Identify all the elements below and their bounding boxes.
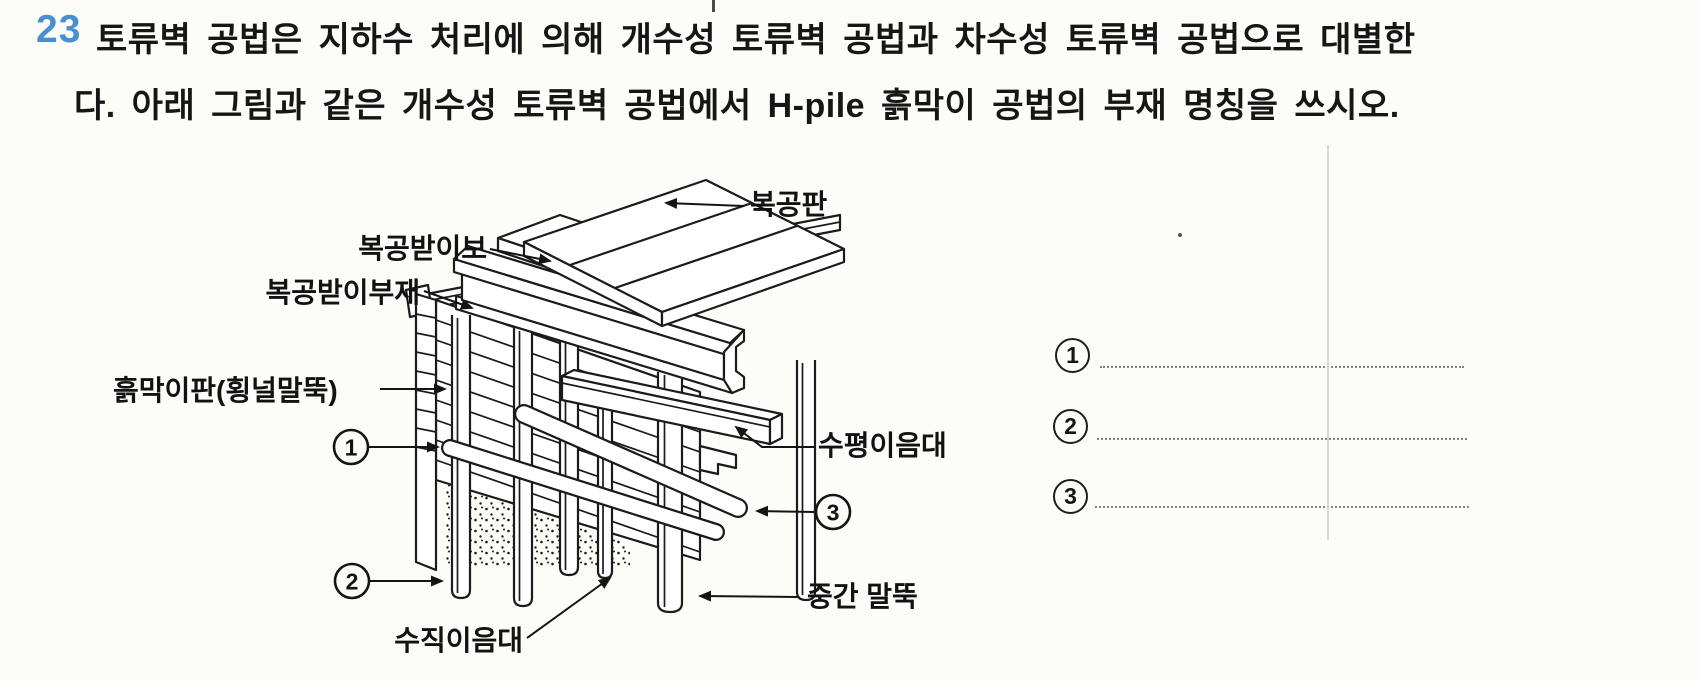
label-lagging-board: 흙막이판(횡널말뚝) [113, 375, 338, 406]
label-deck-support-beam: 복공받이보 [358, 233, 487, 264]
callout-3: 3 [814, 493, 852, 531]
svg-text:1: 1 [345, 435, 358, 461]
answer-blank-2 [1097, 438, 1467, 440]
label-deck-support-member: 복공받이부재 [265, 277, 420, 308]
svg-text:2: 2 [346, 569, 359, 595]
answer-marker-2: 2 [1053, 409, 1088, 444]
hpile-diagram: 복공판 복공받이보 복공받이부재 흙막이판(횡널말뚝) 수평이음대 중간 말뚝 … [113, 178, 947, 656]
question-number: 23 [36, 8, 82, 51]
leader-deck-plate [664, 197, 745, 209]
leader-arrows [369, 197, 816, 639]
callout-2: 2 [333, 562, 371, 600]
leader-callout-3 [755, 505, 816, 517]
callout-1: 1 [332, 428, 370, 466]
label-vertical-tie: 수직이음대 [394, 625, 523, 656]
scan-artifact [712, 0, 715, 12]
label-middle-pile: 중간 말뚝 [807, 581, 918, 612]
label-deck-plate: 복공판 [750, 189, 828, 220]
question-line-1: 토류벽 공법은 지하수 처리에 의해 개수성 토류벽 공법과 차수성 토류벽 공… [96, 21, 1416, 59]
answer-blank-3 [1095, 506, 1469, 508]
leader-horizontal-tie [734, 425, 814, 448]
leader-middle-pile [698, 590, 800, 602]
raker-struts [441, 404, 748, 541]
scan-artifact [1178, 233, 1182, 237]
answer-blank-1 [1100, 366, 1464, 368]
leader-deck-support-member [423, 290, 474, 310]
h-pile [795, 360, 817, 602]
page-fold-line [1327, 145, 1329, 540]
leader-vertical-tie [526, 576, 612, 639]
label-horizontal-tie: 수평이음대 [818, 430, 947, 461]
horizontal-tie-channel [560, 368, 784, 476]
soil-dots [444, 482, 630, 568]
answer-marker-3: 3 [1053, 479, 1088, 514]
middle-pile-bar [656, 372, 684, 614]
answer-marker-1: 1 [1055, 338, 1090, 373]
svg-text:3: 3 [827, 500, 840, 526]
deck-plates [496, 178, 846, 328]
leader-deck-support-beam [489, 248, 552, 265]
question-line-2: 다. 아래 그림과 같은 개수성 토류벽 공법에서 H-pile 흙막이 공법의… [74, 87, 1400, 125]
